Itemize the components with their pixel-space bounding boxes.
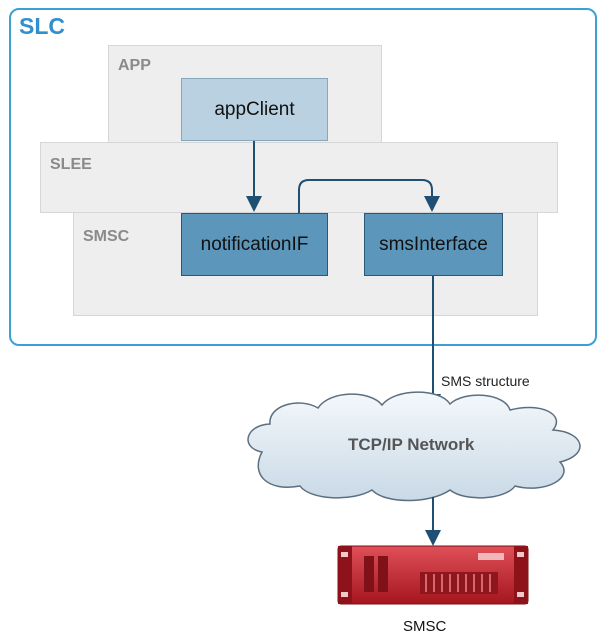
network-label: TCP/IP Network xyxy=(348,435,475,454)
slee-layer-label: SLEE xyxy=(50,156,92,173)
tcp-ip-cloud xyxy=(247,391,581,502)
smsc-server-icon xyxy=(337,545,529,605)
sms-structure-label: SMS structure xyxy=(441,373,530,389)
smsc-layer-label: SMSC xyxy=(83,228,130,245)
slc-label: SLC xyxy=(19,13,65,39)
notification-if-box: notificationIF xyxy=(181,213,328,276)
app-layer-label: APP xyxy=(118,57,151,74)
app-client-box: appClient xyxy=(181,78,328,141)
notification-to-smsinterface-arrow xyxy=(298,179,440,213)
sms-interface-box: smsInterface xyxy=(364,213,503,276)
smsc-server-label: SMSC xyxy=(403,618,447,635)
